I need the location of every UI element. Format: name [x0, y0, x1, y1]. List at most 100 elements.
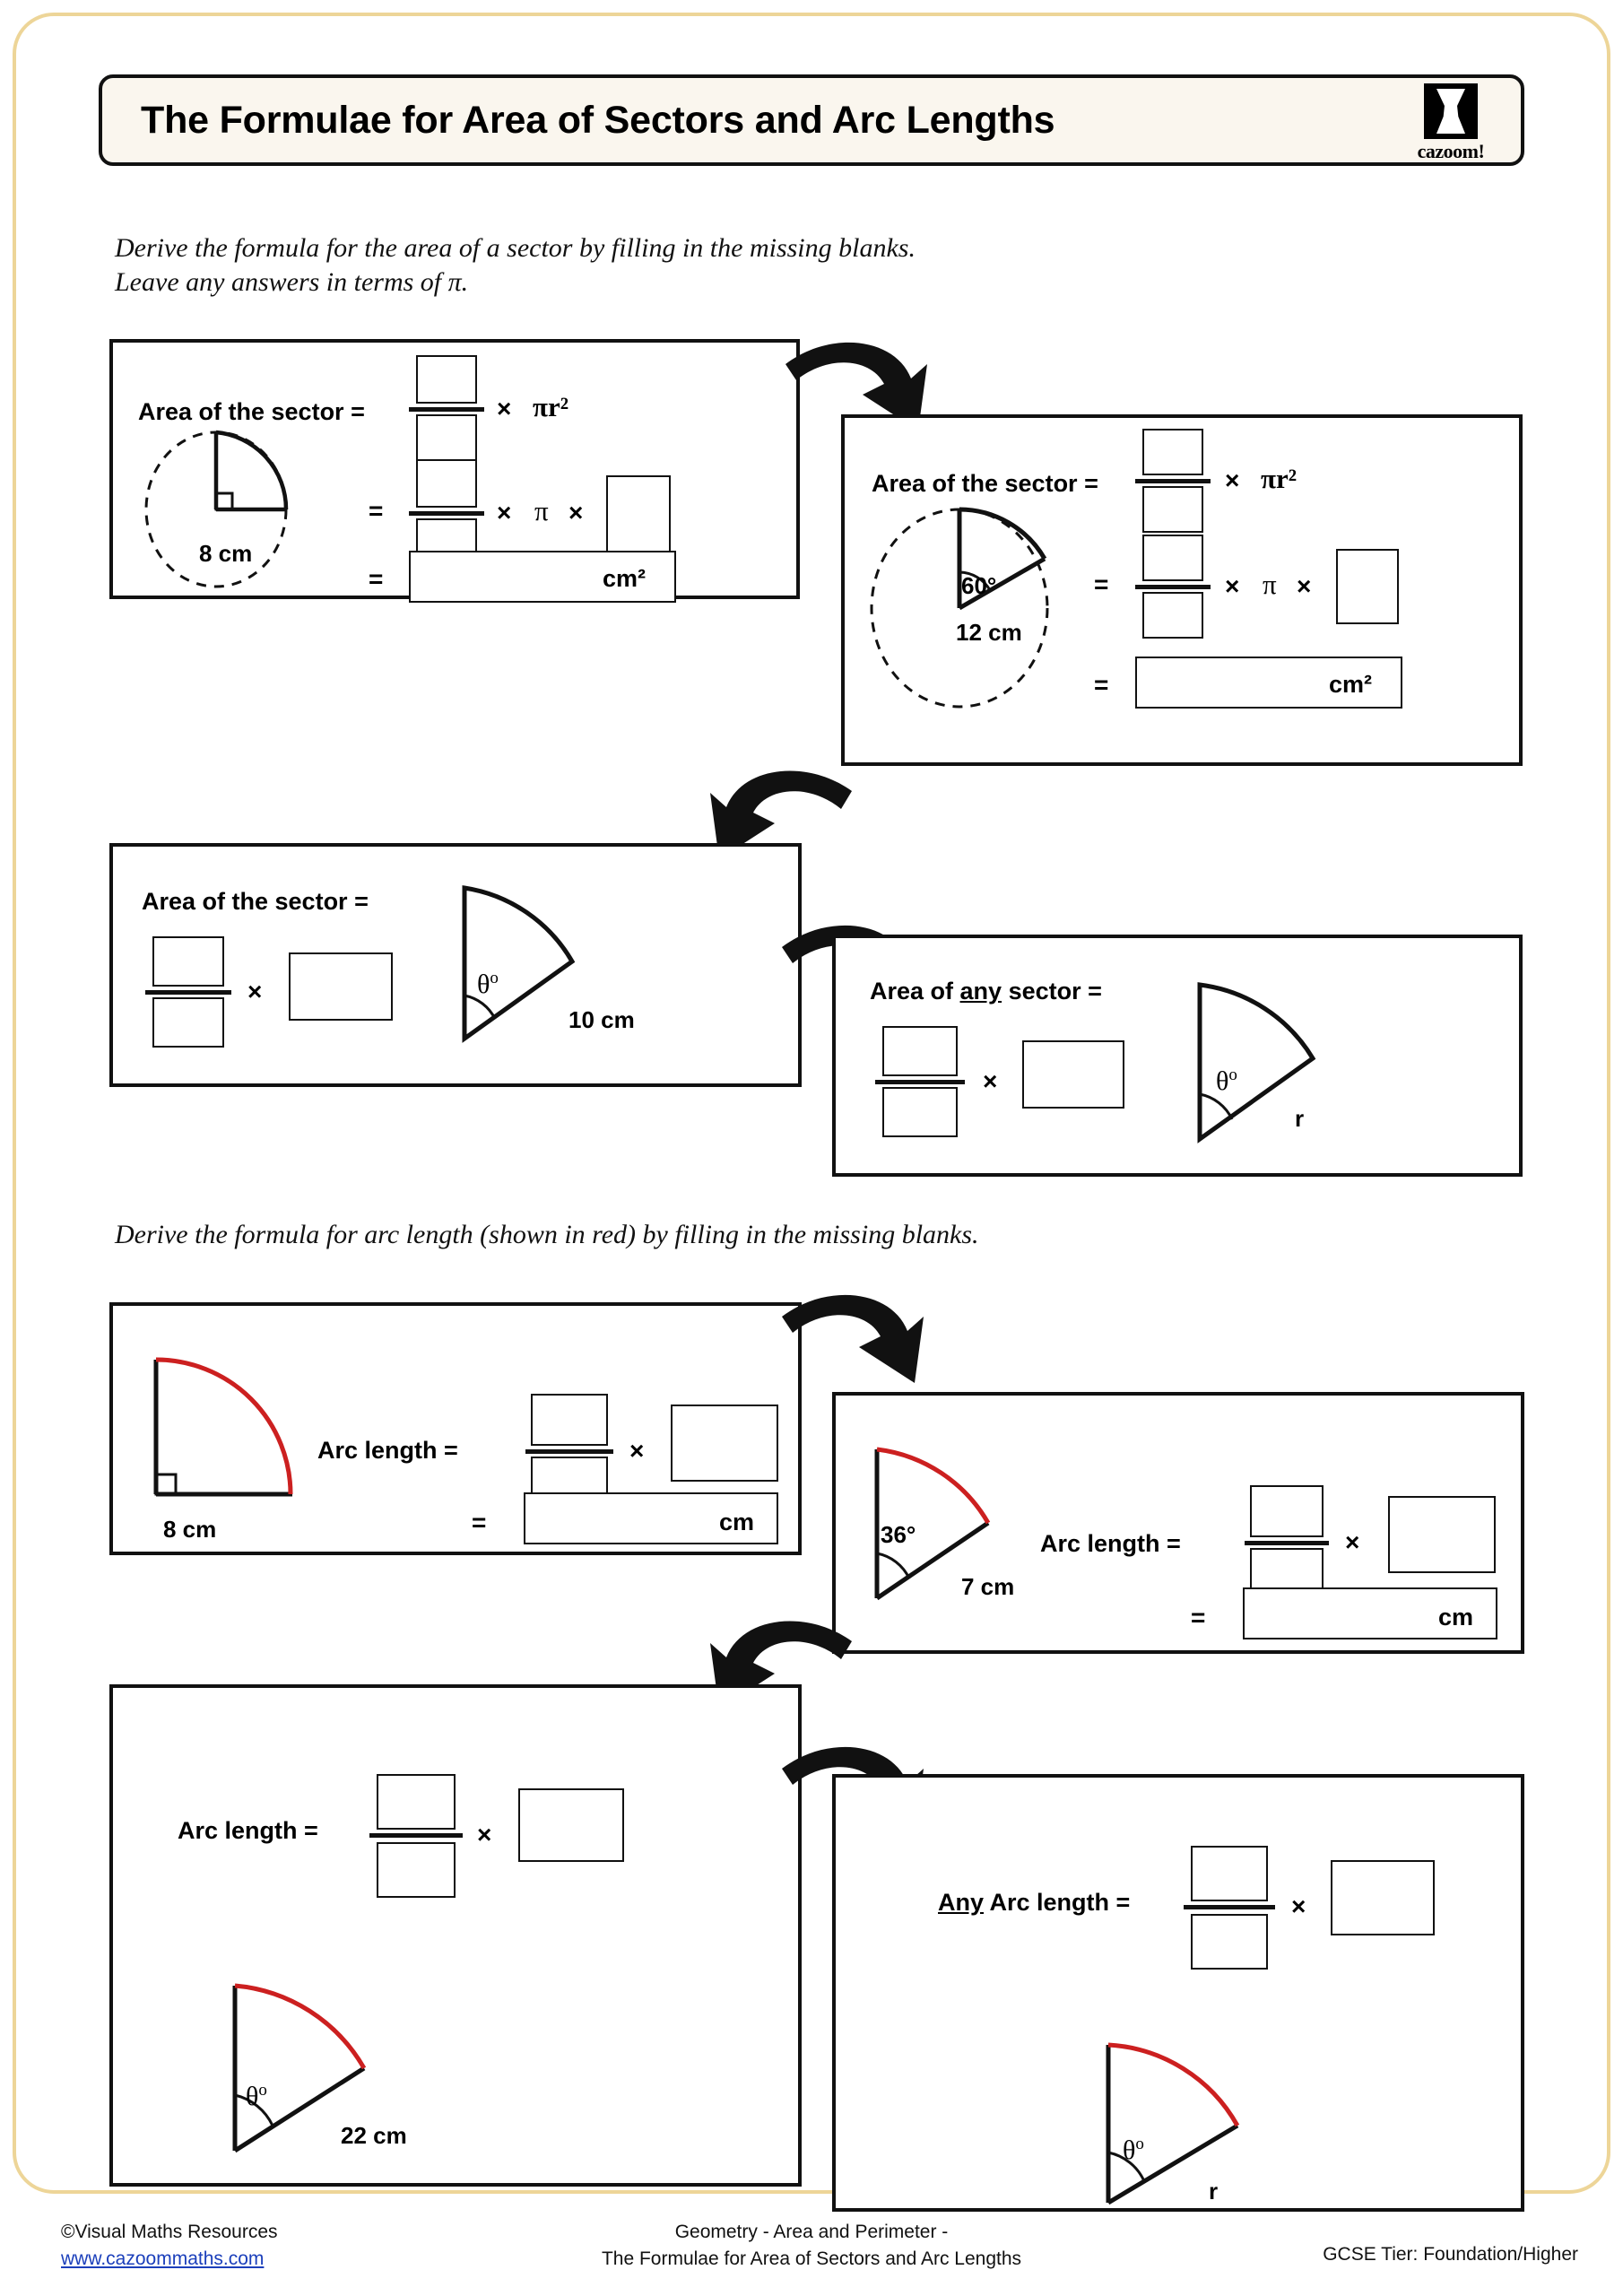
angle-marker	[464, 994, 497, 1020]
blank-numerator[interactable]	[531, 1394, 608, 1446]
blank-multiplier[interactable]	[1388, 1496, 1496, 1573]
blank-denominator[interactable]	[882, 1087, 958, 1137]
blank-radius[interactable]	[1336, 549, 1399, 624]
box8-label: Any Arc length =	[938, 1889, 1131, 1916]
fraction-bar	[1184, 1905, 1275, 1909]
blank-multiplier[interactable]	[1022, 1040, 1124, 1109]
question-box-3: Area of the sector = × θo 10 cm	[109, 843, 802, 1087]
arc-red	[155, 1357, 293, 1495]
box2-figure	[870, 507, 1049, 709]
blank-answer[interactable]	[1243, 1587, 1497, 1639]
box2-angle-label: 60°	[961, 572, 997, 599]
footer-subtitle: The Formulae for Area of Sectors and Arc…	[601, 2248, 1022, 2270]
pi-r-squared: πr²	[1261, 463, 1298, 494]
box5-radius-label: 8 cm	[163, 1516, 217, 1543]
blank-denominator[interactable]	[1191, 1914, 1268, 1970]
equals-1: =	[472, 1509, 487, 1536]
equals-2: =	[369, 565, 384, 593]
times-operator: ×	[247, 978, 263, 1005]
box1-figure	[144, 430, 289, 588]
blank-denominator[interactable]	[152, 997, 224, 1048]
blank-denominator-2[interactable]	[1142, 592, 1203, 639]
page-title: The Formulae for Area of Sectors and Arc…	[141, 98, 1055, 142]
cazoom-drum-icon	[1424, 83, 1478, 139]
arrow-shape	[785, 342, 927, 430]
angle-marker	[1107, 2151, 1146, 2182]
equals-2: =	[1094, 671, 1109, 699]
unit-cm: cm	[719, 1509, 755, 1535]
box8-figure	[1106, 2042, 1240, 2205]
blank-numerator[interactable]	[416, 355, 477, 404]
blank-radius[interactable]	[606, 475, 671, 552]
blank-numerator[interactable]	[882, 1026, 958, 1076]
pi-symbol: π	[1263, 569, 1277, 600]
box6-radius-label: 7 cm	[961, 1573, 1015, 1600]
blank-numerator[interactable]	[152, 936, 224, 987]
blank-multiplier[interactable]	[289, 952, 393, 1021]
fraction-bar	[145, 990, 231, 995]
box8-angle-label: θo	[1123, 2135, 1144, 2165]
times-operator-2: ×	[497, 499, 512, 526]
blank-numerator-2[interactable]	[1142, 535, 1203, 581]
times-operator: ×	[1345, 1528, 1360, 1556]
blank-denominator[interactable]	[377, 1842, 456, 1898]
box3-label: Area of the sector =	[142, 888, 369, 915]
angle-marker	[1199, 1092, 1234, 1120]
pi-symbol: π	[534, 495, 549, 526]
box7-figure	[232, 1983, 367, 2153]
box7-radius-label: 22 cm	[341, 2122, 407, 2149]
blank-answer[interactable]	[524, 1492, 778, 1544]
box4-radius-label: r	[1295, 1105, 1305, 1132]
box5-figure	[153, 1357, 293, 1497]
question-box-4: Area of any sector = × θo r	[832, 935, 1523, 1177]
footer-center: Geometry - Area and Perimeter - The Form…	[0, 2219, 1623, 2274]
arc-red	[234, 1983, 367, 2070]
sector-outline	[462, 885, 576, 1043]
times-operator: ×	[1225, 466, 1240, 494]
cazoom-logo: cazoom!	[1401, 83, 1501, 166]
blank-multiplier[interactable]	[671, 1405, 778, 1482]
question-box-8: Any Arc length = × θo r	[832, 1774, 1524, 2212]
arrow-shape	[782, 1294, 924, 1383]
box6-figure	[874, 1447, 991, 1601]
question-box-1: Area of the sector = 8 cm × πr² = × π × …	[109, 339, 800, 603]
times-operator-2: ×	[1225, 572, 1240, 600]
instruction-area: Derive the formula for the area of a sec…	[115, 233, 916, 298]
footer-copyright: ©Visual Maths Resources	[61, 2222, 278, 2242]
box4-figure	[1197, 982, 1316, 1144]
radius-2	[958, 556, 1046, 611]
radius-2	[875, 1520, 990, 1601]
blank-denominator[interactable]	[1142, 486, 1203, 533]
times-operator: ×	[497, 395, 512, 422]
equals-1: =	[1191, 1604, 1206, 1631]
times-operator-3: ×	[1297, 572, 1312, 600]
sector-arc	[959, 507, 1047, 561]
sector-outline	[1197, 982, 1316, 1144]
blank-answer[interactable]	[409, 551, 676, 603]
blank-numerator[interactable]	[1142, 429, 1203, 475]
fraction-bar	[409, 407, 484, 412]
blank-numerator[interactable]	[1250, 1485, 1324, 1537]
footer-website-link[interactable]: www.cazoommaths.com	[61, 2248, 265, 2270]
times-operator: ×	[983, 1067, 998, 1095]
blank-answer[interactable]	[1135, 657, 1402, 709]
blank-multiplier[interactable]	[1331, 1860, 1435, 1935]
fraction-bar	[1135, 479, 1211, 483]
fraction-bar-2	[409, 511, 484, 516]
fraction-bar	[525, 1449, 613, 1454]
blank-numerator[interactable]	[1191, 1846, 1268, 1901]
box8-label-emphasis: Any	[938, 1889, 985, 1916]
pi-r-squared: πr²	[533, 391, 569, 422]
equals-1: =	[1094, 570, 1109, 598]
blank-denominator[interactable]	[416, 414, 477, 463]
blank-numerator[interactable]	[377, 1774, 456, 1830]
blank-multiplier[interactable]	[518, 1788, 624, 1862]
box2-label: Area of the sector =	[872, 470, 1098, 497]
radius-2	[1107, 2123, 1239, 2205]
unit-cm: cm	[1438, 1604, 1474, 1631]
blank-numerator-2[interactable]	[416, 459, 477, 508]
cazoom-wordmark: cazoom!	[1417, 140, 1485, 162]
page-footer: ©Visual Maths Resources www.cazoommaths.…	[0, 2215, 1623, 2296]
box6-angle-label: 36°	[881, 1521, 916, 1548]
box6-label: Arc length =	[1040, 1530, 1181, 1557]
